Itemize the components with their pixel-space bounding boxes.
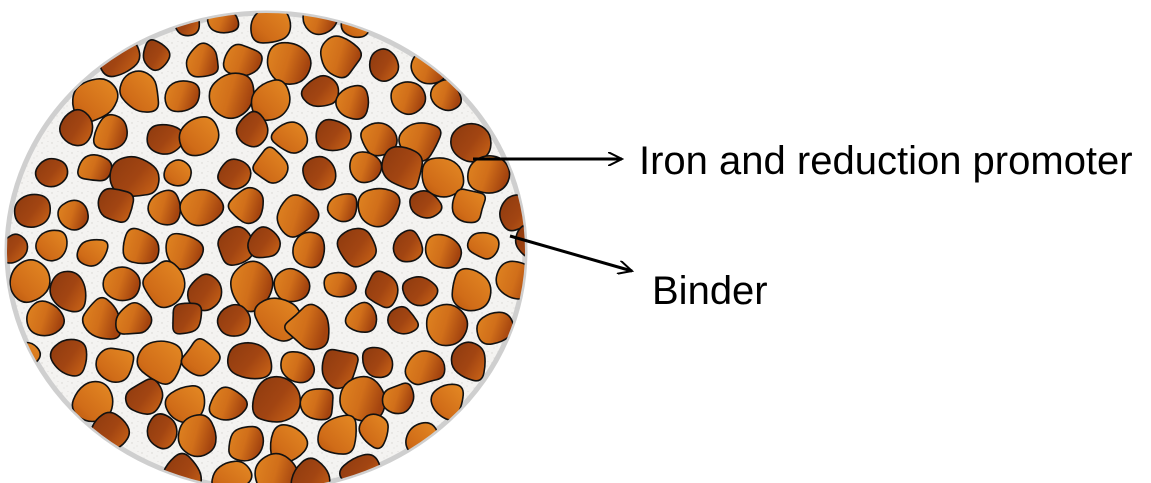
iron-grain: [165, 81, 199, 112]
iron-grain: [293, 232, 324, 267]
iron-grain: [363, 347, 393, 377]
iron-grain: [36, 230, 67, 261]
iron-grain: [496, 261, 537, 299]
iron-grain: [58, 200, 88, 230]
iron-grain: [147, 125, 183, 154]
binder-pointer-arrow: [510, 236, 632, 271]
iron-grain: [147, 414, 177, 449]
iron-grains: [0, 2, 550, 483]
iron-grain: [36, 159, 68, 187]
iron-grain: [328, 194, 357, 222]
iron-grain: [96, 348, 134, 382]
iron-grain: [253, 377, 301, 422]
iron-label: Iron and reduction promoter: [639, 139, 1133, 183]
pellet: [0, 2, 550, 483]
iron-grain: [452, 189, 485, 222]
iron-grain: [164, 160, 191, 186]
iron-grain: [229, 427, 263, 461]
iron-grain: [468, 156, 510, 193]
iron-grain: [173, 303, 202, 334]
iron-grain: [251, 4, 291, 43]
iron-grain: [350, 152, 382, 183]
iron-grain: [391, 82, 425, 114]
iron-grain: [267, 43, 310, 84]
iron-grain: [178, 415, 216, 457]
iron-grain: [78, 155, 112, 181]
iron-grain: [228, 343, 272, 379]
iron-grain: [103, 267, 140, 300]
iron-grain: [300, 389, 333, 420]
iron-grain: [427, 304, 468, 345]
iron-grain: [15, 194, 51, 227]
annotations: Iron and reduction promoter Binder: [473, 139, 1133, 313]
binder-label: Binder: [652, 269, 768, 313]
